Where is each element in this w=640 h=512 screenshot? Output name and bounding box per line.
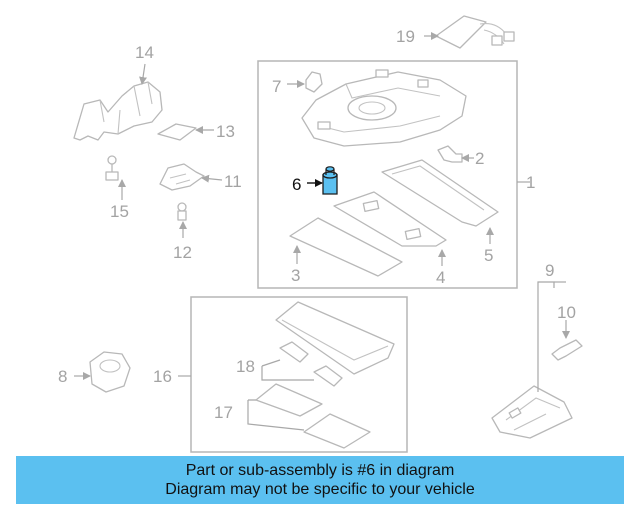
label-16: 16 [153,367,172,386]
part-1-housing [301,69,530,183]
part-3-lens [289,217,403,277]
label-15: 15 [110,202,129,221]
label-14: 14 [135,43,154,62]
label-2: 2 [475,149,484,168]
part-2-screw [437,145,474,163]
assembly-box-1 [257,60,518,289]
part-15-screw [105,155,126,200]
label-6: 6 [292,175,301,194]
label-10: 10 [557,303,576,322]
label-5: 5 [484,246,493,265]
part-10-bulb [551,320,583,361]
part-18-bulbs [261,341,343,387]
part-11-clip [159,163,223,191]
banner-line-2: Diagram may not be specific to your vehi… [165,481,475,498]
part-19-harness [424,15,515,49]
label-12: 12 [173,243,192,262]
info-banner: Part or sub-assembly is #6 in diagram Di… [16,456,624,504]
part-12-screw [177,202,187,238]
label-19: 19 [396,27,415,46]
part-14-bracket [73,63,163,141]
banner-line-1: Part or sub-assembly is #6 in diagram [185,462,455,479]
label-11: 11 [224,172,242,191]
part-8-lamp [74,351,131,393]
label-4: 4 [436,268,445,287]
label-3: 3 [291,266,300,285]
label-1: 1 [526,173,535,192]
label-18: 18 [236,357,255,376]
assembly-box-16 [190,296,408,453]
label-17: 17 [214,403,233,422]
part-7-clip [287,71,323,93]
part-16-housing [178,301,395,377]
part-4-lens [333,191,447,266]
label-7: 7 [272,77,281,96]
part-6-bulb [307,166,338,195]
label-8: 8 [58,367,67,386]
label-13: 13 [216,122,235,141]
label-9: 9 [545,261,554,280]
part-13-pad [157,123,214,141]
part-17-lenses [247,383,371,449]
part-5-lens [381,159,499,244]
part-9-lamp [491,281,573,439]
